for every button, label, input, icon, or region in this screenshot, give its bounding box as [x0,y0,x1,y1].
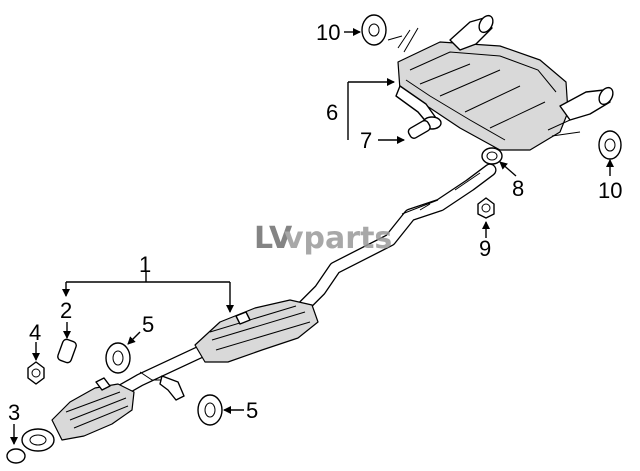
callout-7: 7 [360,128,372,153]
hex-nut [27,361,45,385]
front-gasket-ring [6,448,26,464]
pipe-hanger-bracket [139,371,185,401]
front-exhaust-pipe [63,163,497,427]
front-flange [21,428,55,452]
oxygen-sensor [57,338,77,364]
rear-muffler [387,27,581,151]
callout-9: 9 [479,236,491,261]
exhaust-sensor-plug [407,119,431,139]
callout-10-upper: 10 [316,20,340,45]
muffler-tailpipe-lower [559,86,614,121]
callout-5-upper: 5 [142,312,154,337]
muffler-tailpipe-upper [449,14,494,51]
callout-2: 2 [60,298,72,323]
callout-3: 3 [8,400,20,425]
flange-nut [477,197,495,219]
lvparts-watermark: LV vparts [254,221,392,256]
callout-4: 4 [29,320,41,345]
watermark-prefix: LV [254,221,293,256]
hanger-insulator-upper [361,14,387,46]
main-catalytic-converter [194,299,319,363]
leader-lines [10,28,614,445]
callout-1: 1 [139,252,151,277]
hanger-insulator-lower [598,130,622,160]
watermark-text: vparts [284,221,392,256]
callout-10-lower: 10 [598,178,622,203]
callout-6: 6 [326,100,338,125]
callout-5-lower: 5 [246,398,258,423]
front-catalytic-converter [51,377,135,441]
exhaust-gasket [481,147,503,165]
hanger-insulator-right [197,394,223,426]
hanger-insulator-left [105,342,131,374]
callout-8: 8 [512,176,524,201]
